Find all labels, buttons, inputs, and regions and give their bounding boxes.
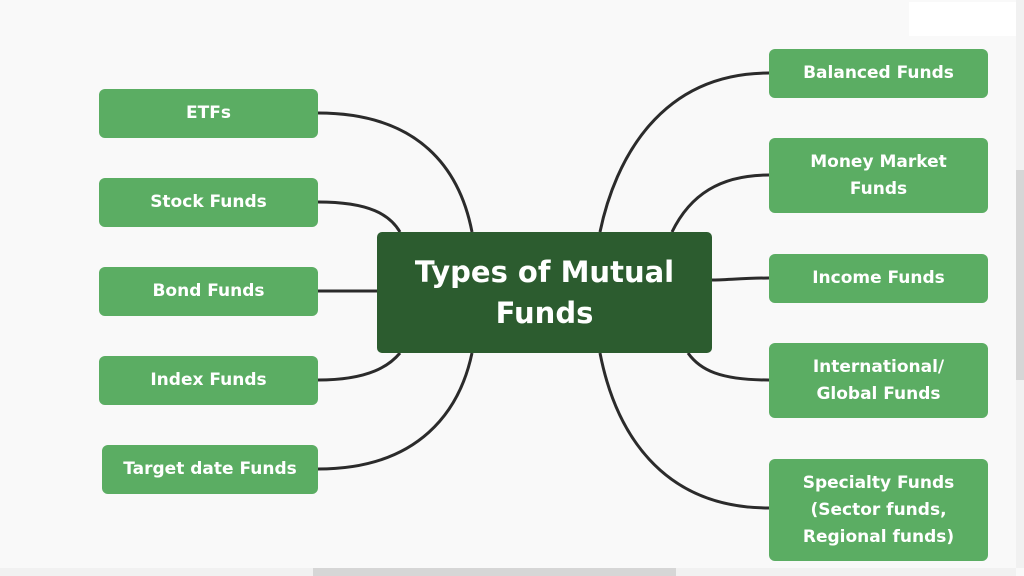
node-label: Specialty Funds (Sector funds, Regional … (802, 472, 955, 547)
vertical-scroll-thumb[interactable] (1016, 170, 1024, 380)
node-balanced-funds: Balanced Funds (769, 49, 988, 98)
connector-etfs (317, 111, 474, 233)
horizontal-scrollbar[interactable] (0, 568, 1016, 576)
central-title: Types of Mutual Funds (414, 254, 675, 330)
connector-specialty (598, 352, 770, 510)
node-specialty-funds: Specialty Funds (Sector funds, Regional … (769, 459, 988, 561)
connector-international (686, 352, 770, 382)
node-label: ETFs (186, 103, 231, 123)
horizontal-scroll-thumb[interactable] (313, 568, 676, 576)
blank-panel (909, 2, 1018, 36)
central-topic: Types of Mutual Funds (377, 232, 712, 353)
node-label: Target date Funds (123, 459, 297, 479)
vertical-scrollbar[interactable] (1016, 0, 1024, 568)
node-index-funds: Index Funds (99, 356, 318, 405)
node-label: International/ Global Funds (812, 356, 945, 404)
connector-income (711, 276, 770, 282)
connector-money (670, 173, 770, 233)
node-etfs: ETFs (99, 89, 318, 138)
connector-balanced (598, 71, 770, 233)
node-label: Balanced Funds (803, 63, 954, 83)
node-target-date-funds: Target date Funds (102, 445, 318, 494)
connector-index (317, 352, 402, 382)
connector-target (317, 352, 474, 471)
node-income-funds: Income Funds (769, 254, 988, 303)
node-label: Index Funds (150, 370, 267, 390)
node-label: Bond Funds (152, 281, 265, 301)
node-label: Income Funds (812, 268, 945, 288)
connector-stock (317, 200, 402, 233)
node-money-market-funds: Money Market Funds (769, 138, 988, 213)
node-label: Stock Funds (150, 192, 267, 212)
node-bond-funds: Bond Funds (99, 267, 318, 316)
node-international-funds: International/ Global Funds (769, 343, 988, 418)
node-label: Money Market Funds (810, 151, 947, 199)
node-stock-funds: Stock Funds (99, 178, 318, 227)
